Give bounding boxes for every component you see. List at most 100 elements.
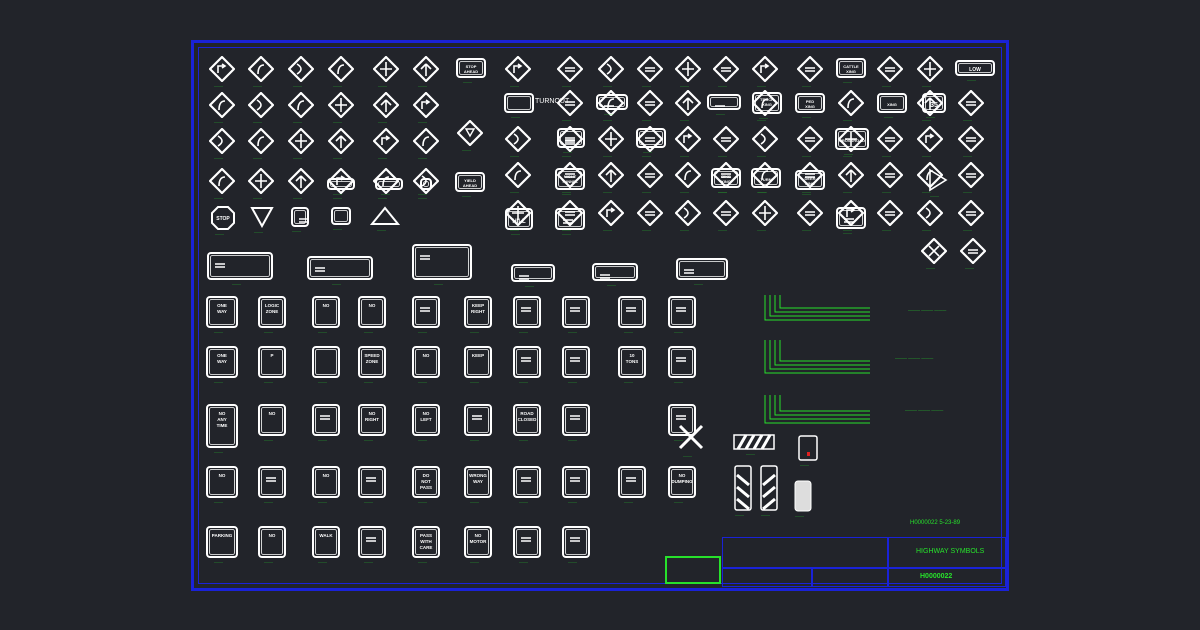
sign-label: ——— xyxy=(214,196,223,200)
svg-text:WALK: WALK xyxy=(319,533,333,538)
sign-label: ——— xyxy=(562,192,571,196)
regulatory-sign xyxy=(312,404,340,436)
sign-label: ——— xyxy=(333,156,342,160)
warning-diamond-sign xyxy=(960,238,986,264)
warning-diamond-sign xyxy=(838,90,864,116)
warning-diamond-sign xyxy=(675,56,701,82)
sign-label: ——— xyxy=(378,196,387,200)
sign-label: ——— xyxy=(963,228,972,232)
svg-text:DO: DO xyxy=(423,473,430,478)
svg-text:NO: NO xyxy=(423,353,430,358)
warning-diamond-sign xyxy=(209,168,235,194)
svg-text:ONE: ONE xyxy=(217,353,227,358)
wide-info-sign xyxy=(592,263,638,281)
sign-label: ——— xyxy=(562,232,571,236)
regulatory-sign: NO xyxy=(312,296,340,328)
sign-label: ——— xyxy=(757,84,766,88)
warning-diamond-sign xyxy=(877,126,903,152)
warning-diamond-sign xyxy=(713,200,739,226)
svg-text:KEEP: KEEP xyxy=(472,353,484,358)
warning-diamond-sign xyxy=(877,162,903,188)
sign-label: ——— xyxy=(214,120,223,124)
sign-label: ——— xyxy=(333,196,342,200)
xing-sign: XING xyxy=(877,93,907,113)
sign-label: ——— xyxy=(318,330,327,334)
sign-label: ——— xyxy=(603,118,612,122)
svg-text:LEFT: LEFT xyxy=(420,417,431,422)
sign-label: ——— xyxy=(718,84,727,88)
svg-text:CARE: CARE xyxy=(420,545,433,550)
leader-note-3: ——— ——— ——— xyxy=(905,407,944,412)
sign-label: ——— xyxy=(716,112,725,116)
svg-text:TONS: TONS xyxy=(626,359,638,364)
svg-text:NOT: NOT xyxy=(421,479,431,484)
warning-diamond-sign xyxy=(505,56,531,82)
regulatory-sign xyxy=(513,346,541,378)
sign-label: ——— xyxy=(802,115,811,119)
sign-label: ——— xyxy=(364,438,373,442)
warning-diamond-sign xyxy=(917,56,943,82)
warning-diamond-sign xyxy=(797,56,823,82)
sign-label: ——— xyxy=(510,228,519,232)
warning-diamond-sign xyxy=(752,126,778,152)
sign-label: ——— xyxy=(214,330,223,334)
svg-text:WAY: WAY xyxy=(217,359,227,364)
wide-info-sign xyxy=(412,244,472,280)
svg-text:XING: XING xyxy=(805,181,815,186)
warning-diamond-sign xyxy=(328,128,354,154)
svg-text:STOP: STOP xyxy=(216,216,230,222)
warning-diamond-sign xyxy=(505,126,531,152)
warning-diamond-sign xyxy=(288,56,314,82)
low-clearance-sign: LOW xyxy=(955,60,995,76)
sign-label: ——— xyxy=(922,228,931,232)
yield-sign xyxy=(250,206,274,228)
sign-label: ——— xyxy=(470,500,479,504)
wide-info-sign xyxy=(207,252,273,280)
svg-text:WRONG: WRONG xyxy=(469,473,487,478)
sign-label: ——— xyxy=(264,330,273,334)
wide-info-sign xyxy=(511,264,555,282)
sign-label: ——— xyxy=(418,156,427,160)
turnout-sign xyxy=(504,93,534,113)
regulatory-sign xyxy=(358,466,386,498)
sign-label: ——— xyxy=(882,84,891,88)
stop-sign: STOP xyxy=(211,206,235,230)
sign-label: ——— xyxy=(470,380,479,384)
sign-label: ——— xyxy=(510,190,519,194)
regulatory-sign xyxy=(562,346,590,378)
sign-label: ——— xyxy=(844,152,853,156)
sign-label: ——— xyxy=(214,450,223,454)
sign-label: ——— xyxy=(293,84,302,88)
sign-label: ——— xyxy=(253,196,262,200)
title-block-cell-number xyxy=(888,568,1006,587)
warning-diamond-sign xyxy=(598,162,624,188)
warning-diamond-sign xyxy=(209,92,235,118)
sign-label: ——— xyxy=(463,80,472,84)
drawing-number: H0000022 xyxy=(920,573,953,580)
sign-label: ——— xyxy=(511,115,520,119)
regulatory-sign xyxy=(618,296,646,328)
svg-text:ANY: ANY xyxy=(217,417,227,422)
warning-diamond-sign xyxy=(675,90,701,116)
sign-label: ——— xyxy=(604,112,613,116)
drawing-sheet-border xyxy=(191,40,1009,591)
svg-text:XING: XING xyxy=(887,102,897,107)
sign-label: ——— xyxy=(232,282,241,286)
sign-label: ——— xyxy=(882,154,891,158)
svg-text:STOP: STOP xyxy=(466,64,477,69)
sign-label: ——— xyxy=(843,228,852,232)
drawing-inner-border xyxy=(198,47,1002,584)
sign-label: ——— xyxy=(843,190,852,194)
warning-diamond-sign xyxy=(598,200,624,226)
sign-label: ——— xyxy=(519,438,528,442)
sign-label: ——— xyxy=(922,154,931,158)
sign-label: ——— xyxy=(525,284,534,288)
info-rect-sign xyxy=(557,128,585,148)
regulatory-sign xyxy=(513,296,541,328)
warning-diamond-sign xyxy=(958,162,984,188)
sign-label: ——— xyxy=(215,232,224,236)
regulatory-sign xyxy=(513,526,541,558)
svg-text:NO: NO xyxy=(475,533,482,538)
